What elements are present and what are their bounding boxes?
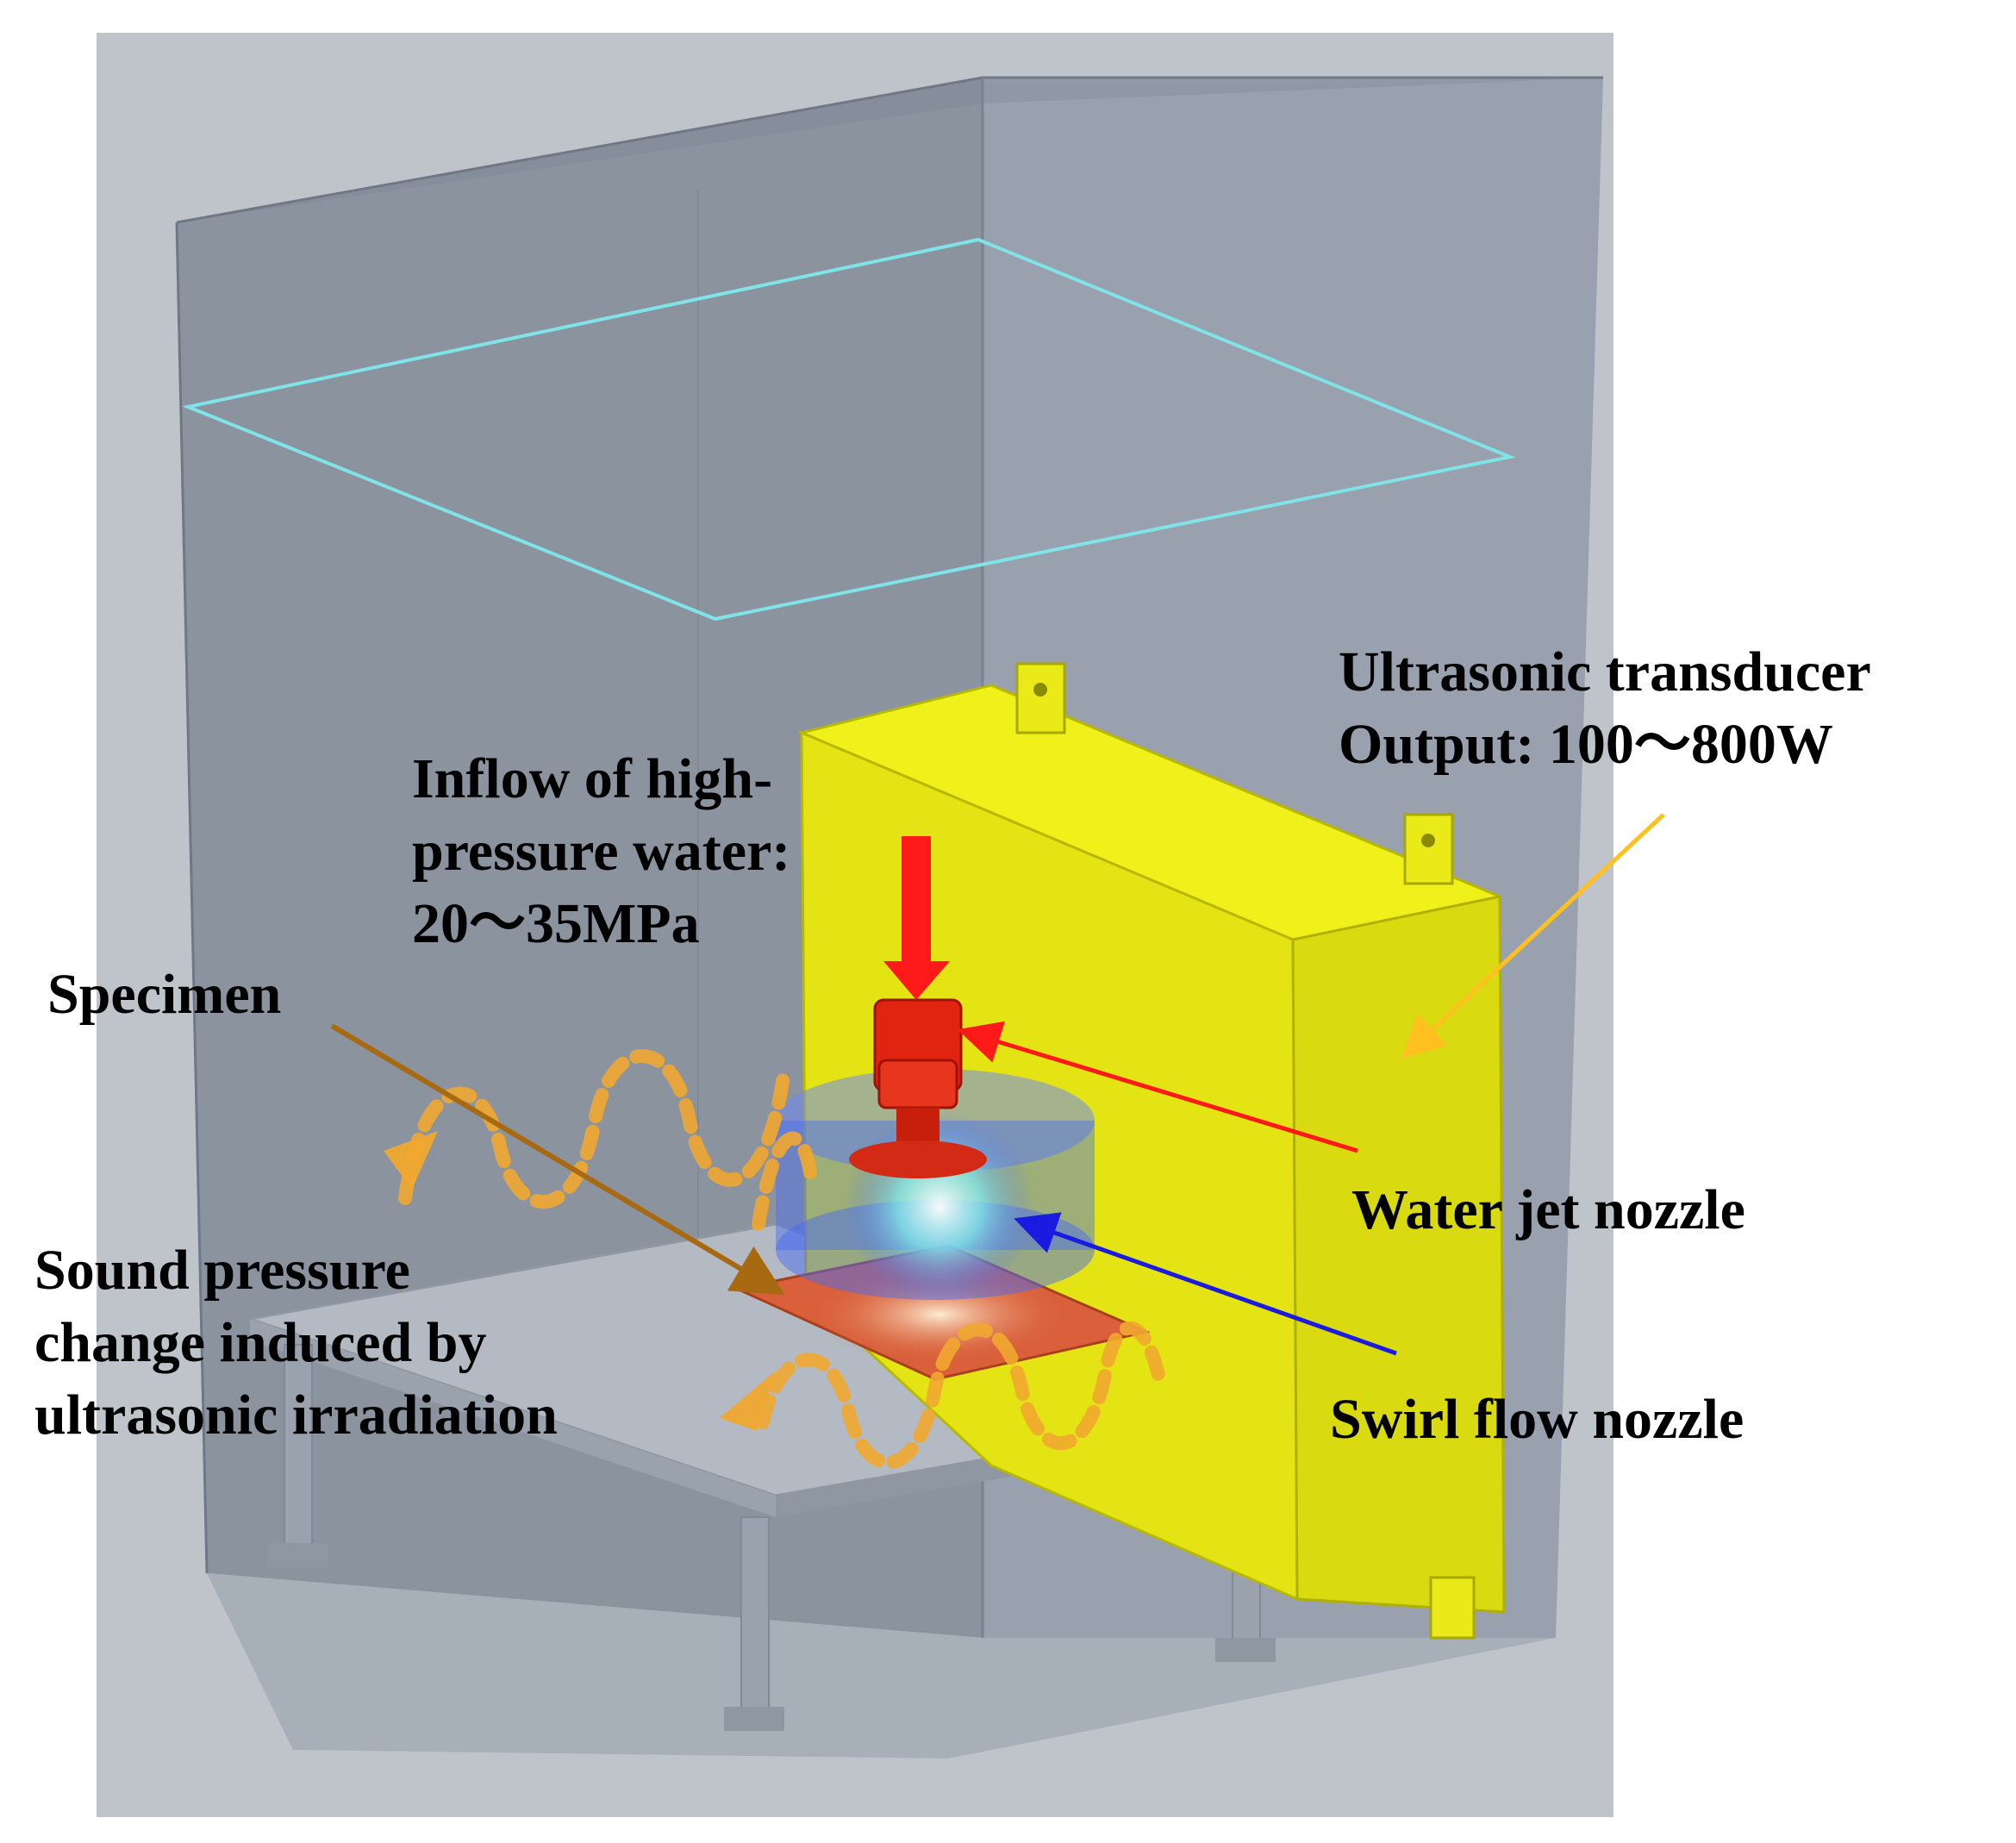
transducer-label-line-2: Output: 100〜800W (1339, 713, 1833, 776)
inflow-label-line-2: pressure water: (412, 820, 791, 883)
transducer-label-line-1: Ultrasonic transducer (1339, 640, 1871, 703)
inflow-label-line-3: 20〜35MPa (412, 892, 700, 955)
specimen-pointer (330, 1023, 785, 1296)
inflow-arrow (883, 836, 950, 1000)
pressure-wave-upper (398, 1049, 817, 1231)
specimen-label: Specimen (47, 959, 281, 1031)
swirl-pointer (1014, 1212, 1397, 1356)
pressure-wave-arrowhead-lower (720, 1371, 776, 1431)
sound-label-line-1: Sound pressure (34, 1239, 410, 1302)
specimen-label-line-1: Specimen (47, 963, 282, 1026)
inflow-label: Inflow of high- pressure water: 20〜35MPa (412, 743, 790, 960)
sound-label-line-2: change induced by (34, 1311, 487, 1374)
transducer-label: Ultrasonic transducer Output: 100〜800W (1339, 636, 1871, 781)
pressure-wave-arrowhead-upper (384, 1131, 438, 1190)
water-surface (182, 237, 1516, 622)
sound-label-line-3: ultrasonic irradiation (34, 1384, 558, 1446)
water-jet-label-line-1: Water jet nozzle (1351, 1178, 1745, 1241)
transducer-pointer (1401, 813, 1665, 1059)
water-jet-pointer (957, 1021, 1358, 1153)
water-jet-label: Water jet nozzle (1351, 1174, 1745, 1246)
inflow-label-line-1: Inflow of high- (412, 747, 773, 810)
sound-pressure-label: Sound pressure change induced by ultraso… (34, 1234, 558, 1452)
water-jet-nozzle (849, 998, 987, 1178)
swirl-label: Swirl flow nozzle (1330, 1384, 1744, 1456)
swirl-label-line-1: Swirl flow nozzle (1330, 1388, 1744, 1451)
pressure-wave-lower (756, 1321, 1166, 1470)
